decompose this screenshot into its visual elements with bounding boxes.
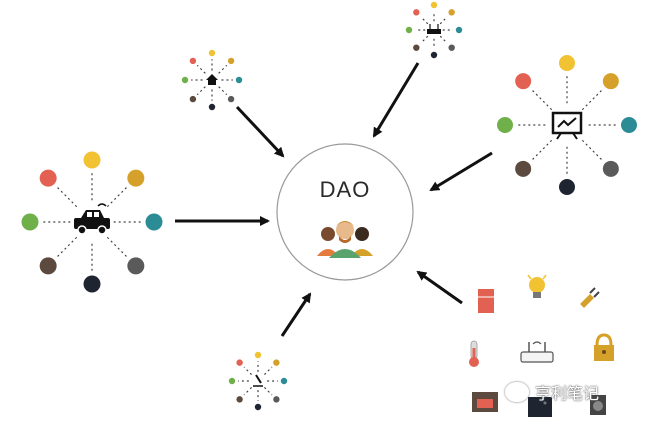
node-dot: [280, 377, 288, 385]
spoke: [218, 86, 228, 96]
spoke: [243, 366, 252, 375]
node-dot: [602, 160, 619, 177]
node-dot: [430, 51, 438, 59]
node-dot: [413, 44, 420, 51]
node-dot: [189, 95, 197, 103]
node-dot: [127, 169, 145, 187]
tv-icon: [528, 397, 552, 417]
node-dot: [515, 160, 532, 177]
spoke: [581, 88, 604, 111]
spoke: [106, 185, 129, 208]
node-dot: [39, 257, 57, 275]
node-dot: [254, 351, 262, 359]
dao-label: DAO: [319, 177, 371, 202]
fridge-icon: [478, 289, 494, 313]
thermometer-icon: [469, 340, 479, 367]
spoke: [530, 139, 553, 162]
router-icon: [427, 24, 441, 34]
node-dot: [273, 359, 280, 366]
plug-icon: [580, 287, 600, 308]
node-dot: [228, 377, 236, 385]
spoke: [196, 86, 206, 96]
node-dot: [208, 49, 216, 57]
lightbulb-icon: [527, 274, 547, 298]
spoke: [420, 16, 429, 25]
microscope-hub: [228, 351, 288, 411]
washing-machine-icon: [590, 395, 606, 415]
monitor-chart-icon: [551, 111, 583, 140]
node-dot: [181, 76, 189, 84]
spoke: [581, 139, 604, 162]
node-dot: [254, 403, 262, 411]
spoke: [439, 16, 448, 25]
node-dot: [621, 117, 637, 133]
node-dot: [21, 213, 39, 231]
spoke: [106, 236, 129, 259]
node-dot: [236, 396, 243, 403]
node-dot: [208, 103, 216, 111]
node-dot: [455, 26, 463, 34]
node-dot: [559, 55, 575, 71]
microscope-icon: [253, 374, 263, 387]
node-dot: [273, 396, 280, 403]
router-icon: [520, 341, 554, 363]
node-dot: [602, 73, 619, 90]
garage-icon: [472, 392, 498, 412]
wechat-icon: [505, 382, 529, 402]
node-dot: [497, 117, 513, 133]
node-dot: [227, 95, 235, 103]
dao-circle: [276, 143, 414, 281]
watermark: 亨利笔记: [505, 380, 645, 404]
node-dot: [39, 169, 57, 187]
arrow-monitor: [429, 151, 493, 192]
node-dot: [515, 73, 532, 90]
arrow-microscope: [280, 292, 312, 337]
node-dot: [559, 179, 575, 195]
node-dot: [236, 359, 243, 366]
spoke: [243, 387, 252, 396]
spoke: [55, 185, 78, 208]
spoke: [264, 366, 273, 375]
spoke: [55, 236, 78, 259]
node-dot: [145, 213, 163, 231]
spoke: [264, 387, 273, 396]
padlock-icon: [594, 333, 614, 361]
spoke: [196, 64, 206, 74]
node-dot: [448, 9, 455, 16]
spoke: [530, 88, 553, 111]
smarthome-hub: [520, 341, 554, 363]
people-icon: [317, 221, 373, 258]
house-icon: [206, 74, 218, 85]
spoke: [420, 35, 429, 44]
node-dot: [235, 76, 243, 84]
node-dot: [127, 257, 145, 275]
node-dot: [405, 26, 413, 34]
arrow-router: [372, 62, 420, 138]
house-hub: [181, 49, 243, 111]
smarthome-devices: [469, 274, 614, 417]
car-icon: [74, 203, 110, 235]
arrow-smarthome: [416, 270, 463, 305]
node-dot: [189, 57, 197, 65]
node-dot: [430, 1, 438, 9]
router-hub: [405, 1, 463, 59]
spoke: [218, 64, 228, 74]
spoke: [439, 35, 448, 44]
node-dot: [83, 275, 101, 293]
watermark-text: 亨利笔记: [535, 384, 600, 403]
node-dot: [413, 9, 420, 16]
node-dot: [448, 44, 455, 51]
node-dot: [83, 151, 101, 169]
monitor-hub: [497, 55, 637, 195]
car-hub: [21, 151, 163, 293]
node-dot: [227, 57, 235, 65]
arrow-house: [235, 105, 285, 158]
